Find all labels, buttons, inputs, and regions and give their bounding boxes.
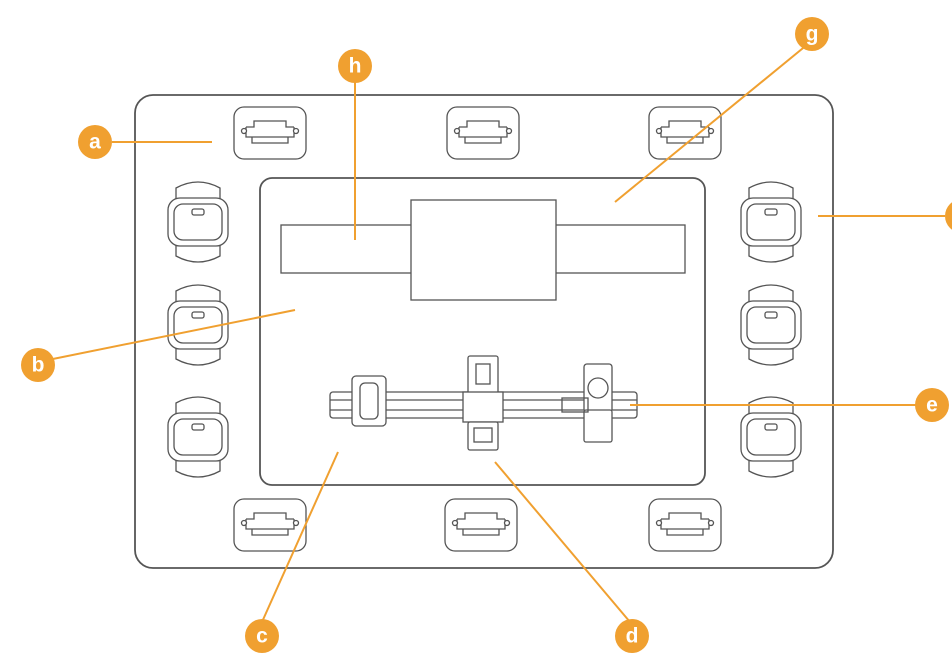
leader-b xyxy=(37,309,296,363)
svg-text:g: g xyxy=(806,23,819,46)
bottom-clips xyxy=(233,498,722,552)
callout-d: d xyxy=(615,619,649,653)
left-clips xyxy=(167,181,229,478)
clip xyxy=(167,181,229,263)
clip xyxy=(740,181,802,263)
top-clips xyxy=(233,106,722,160)
svg-text:b: b xyxy=(32,354,45,377)
svg-text:c: c xyxy=(256,625,268,648)
callout-h: h xyxy=(338,49,372,83)
clip xyxy=(167,396,229,478)
clip xyxy=(446,106,520,160)
svg-text:h: h xyxy=(349,55,362,78)
clip xyxy=(444,498,518,552)
callout-c: c xyxy=(245,619,279,653)
slide-rail-assembly xyxy=(329,355,638,451)
svg-text:e: e xyxy=(926,394,938,417)
callout-f: f xyxy=(945,202,952,230)
callout-b: b xyxy=(21,348,55,382)
center-block xyxy=(410,199,557,301)
leader-d xyxy=(494,461,631,623)
clip xyxy=(740,396,802,478)
right-clips xyxy=(740,181,802,478)
left-clamp xyxy=(351,375,387,427)
clip xyxy=(233,498,307,552)
right-mount xyxy=(561,363,613,443)
callout-g: g xyxy=(795,17,829,51)
clip xyxy=(233,106,307,160)
leader-g xyxy=(614,43,809,203)
callout-a: a xyxy=(78,125,112,159)
clip xyxy=(648,498,722,552)
svg-text:a: a xyxy=(89,131,101,154)
middle-mount xyxy=(462,355,504,451)
clip xyxy=(167,284,229,366)
leader-lines xyxy=(37,43,945,623)
clip xyxy=(648,106,722,160)
strap-band xyxy=(280,199,686,301)
callout-e: e xyxy=(915,388,949,422)
leader-c xyxy=(261,451,339,623)
clip xyxy=(740,284,802,366)
svg-text:d: d xyxy=(626,625,639,648)
